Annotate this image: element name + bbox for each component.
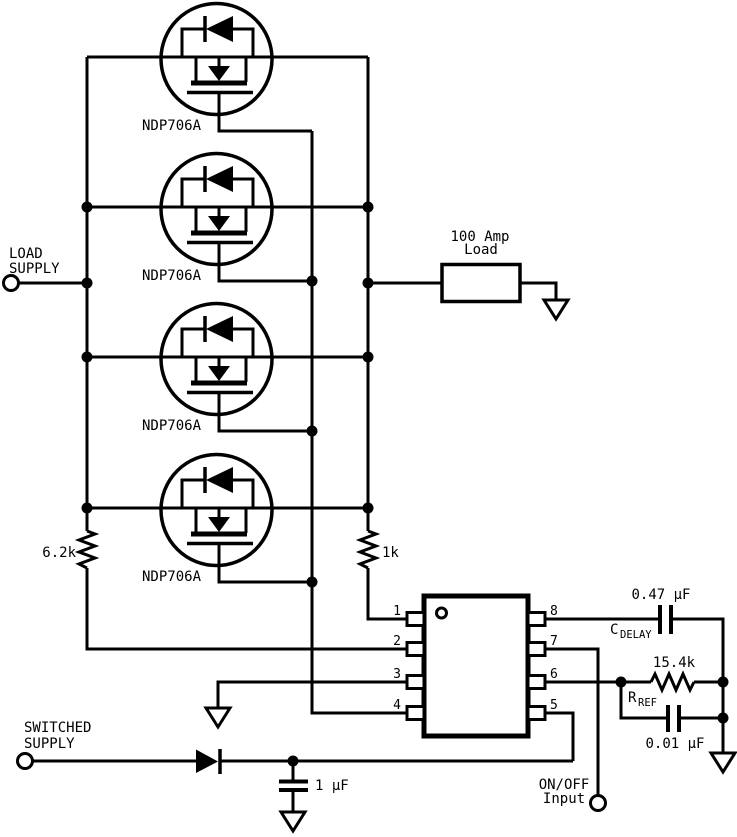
mosfet-4 [87, 455, 368, 583]
junction-dot [81, 201, 93, 213]
mosfet-4-label: NDP706A [142, 569, 202, 585]
ic-pin-8 [526, 611, 547, 627]
ic-pin-1 [405, 611, 426, 627]
pin1-wire [366, 568, 407, 621]
ic-pin1-indicator-icon [435, 606, 448, 620]
ref-cap-value: 0.01 µF [645, 736, 704, 752]
junction-dot [306, 576, 318, 588]
switched-supply-label-line1: SWITCHED [24, 720, 91, 736]
junction-dot [81, 502, 93, 514]
mosfet-1-label: NDP706A [142, 118, 202, 134]
gate-bus-wire [310, 131, 407, 715]
mosfet-2-label: NDP706A [142, 268, 202, 284]
load-ground-wire [520, 281, 558, 300]
delay-cap-designator: C [610, 622, 618, 638]
delay-cap-designator-sub: DELAY [620, 629, 652, 641]
delay-cap-value: 0.47 µF [631, 587, 690, 603]
load-supply-label-line1: LOAD [9, 246, 43, 262]
load-box [440, 262, 522, 304]
supply-cap-value: 1 µF [315, 778, 349, 794]
pin-8-number: 8 [550, 604, 558, 619]
supply-diode-icon [196, 749, 218, 773]
junction-dot [717, 712, 729, 724]
ref-resistor-designator: R [628, 690, 637, 706]
load-supply-terminal [2, 274, 20, 292]
ic-pin-5 [526, 705, 547, 721]
pin-1-number: 1 [393, 604, 401, 619]
junction-dot [362, 502, 374, 514]
on-off-label-line1: ON/OFF [539, 777, 590, 793]
sense-resistor [355, 529, 381, 570]
junction-dot [362, 277, 374, 289]
right-rail-ground [709, 751, 737, 774]
pin-7-number: 7 [550, 634, 558, 649]
load-label-line1: 100 Amp [450, 229, 509, 245]
delay-cap-ground-rail [673, 617, 725, 753]
load-supply-label-line2: SUPPLY [9, 261, 60, 277]
on-off-label-line2: Input [543, 791, 585, 807]
pin2-wire [85, 568, 407, 651]
switched-supply-label-line2: SUPPLY [24, 736, 75, 752]
ref-resistor-designator-sub: REF [638, 697, 657, 709]
mosfet-2 [87, 154, 368, 282]
gate-pullup-resistor-value: 6.2k [42, 545, 76, 561]
switched-supply-terminal [16, 752, 34, 770]
pin-4-number: 4 [393, 698, 401, 713]
pin-3-number: 3 [393, 667, 401, 682]
load-ground [542, 298, 570, 321]
ref-resistor-value: 15.4k [653, 655, 696, 671]
ic-pin-3 [405, 674, 426, 690]
junction-dot [362, 201, 374, 213]
pin-6-number: 6 [550, 667, 558, 682]
pin3-ground-wire [216, 680, 407, 708]
load-label-line2: Load [464, 242, 498, 258]
ic-pin-2 [405, 641, 426, 657]
supply-cap-ground [279, 810, 307, 833]
pin-2-number: 2 [393, 634, 401, 649]
junction-dot [306, 425, 318, 437]
junction-dots [81, 201, 729, 767]
ic-pin-4 [405, 705, 426, 721]
pin5-wire [545, 711, 575, 761]
mosfet-1 [87, 4, 368, 132]
junction-dot [287, 755, 299, 767]
ref-resistor [649, 670, 696, 694]
junction-dot [717, 676, 729, 688]
pin3-ground [204, 706, 232, 729]
junction-dot [615, 676, 627, 688]
sense-resistor-value: 1k [382, 545, 399, 561]
junction-dot [81, 351, 93, 363]
ic-pin-6 [526, 674, 547, 690]
junction-dot [81, 277, 93, 289]
pin-5-number: 5 [550, 698, 558, 713]
junction-dot [306, 275, 318, 287]
mosfet-3-label: NDP706A [142, 418, 202, 434]
ic-pin-7 [526, 641, 547, 657]
mosfet-3 [87, 304, 368, 432]
on-off-input-terminal [589, 794, 607, 812]
ref-cap-left-wire [619, 682, 666, 720]
pin7-wire [545, 647, 600, 796]
junction-dot [362, 351, 374, 363]
gate-pullup-resistor [74, 529, 100, 570]
